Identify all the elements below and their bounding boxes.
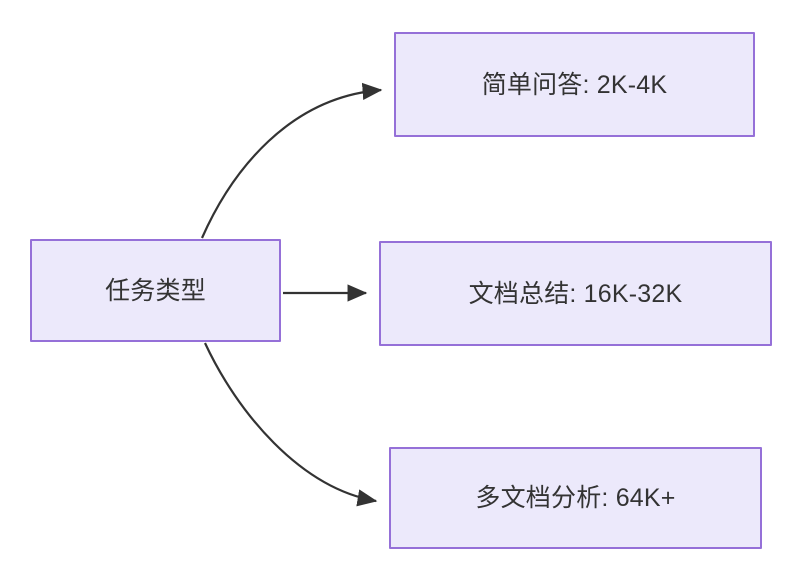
node-simple-qa-label: 简单问答: 2K-4K bbox=[481, 70, 668, 99]
node-task-type[interactable]: 任务类型 bbox=[30, 239, 281, 342]
node-multi-doc[interactable]: 多文档分析: 64K+ bbox=[389, 447, 762, 549]
node-multi-doc-label: 多文档分析: 64K+ bbox=[475, 484, 676, 512]
node-simple-qa[interactable]: 简单问答: 2K-4K bbox=[394, 32, 755, 137]
node-doc-summary[interactable]: 文档总结: 16K-32K bbox=[379, 241, 772, 346]
edge-source-to-multi-doc bbox=[204, 342, 378, 507]
node-task-type-label: 任务类型 bbox=[105, 276, 206, 305]
edge-source-to-simple-qa bbox=[200, 82, 383, 239]
node-doc-summary-label: 文档总结: 16K-32K bbox=[468, 279, 683, 308]
